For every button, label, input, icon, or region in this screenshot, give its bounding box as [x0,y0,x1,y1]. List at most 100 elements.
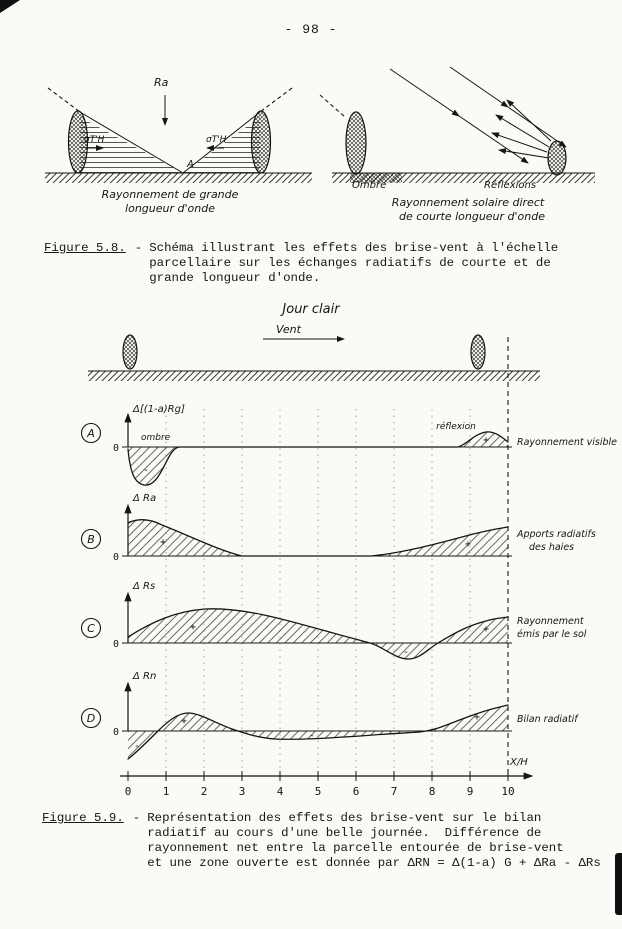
sign-minus: - [403,647,409,658]
scan-artifact-corner [0,0,20,13]
tick-label: 4 [277,785,284,798]
panel-right-label: émis par le sol [517,629,587,640]
dashed-extension [47,87,81,113]
apex-label: A [186,159,194,170]
panel-A: A Δ[(1-a)Rg] 0 ombre réflexion - + Rayon… [80,404,617,486]
dashed-extension [259,87,293,113]
ground-hatch [45,173,312,183]
y-axis-label: Δ Rs [132,581,155,592]
zero-label: 0 [113,639,119,650]
y-axis-label: Δ Ra [132,493,156,504]
sign-plus: + [160,537,166,548]
y-axis-label: Δ[(1-a)Rg] [132,404,185,415]
sign-minus: - [309,731,314,741]
caption-line: et une zone ouverte est donnée par ΔRN =… [147,856,601,870]
tick-label: 7 [391,785,398,798]
slant-line [182,111,261,174]
panel-right-label: des haies [529,542,574,553]
figure-5-9-title: Jour clair [282,302,340,317]
tree-icon [250,110,272,174]
panel-right-label: Rayonnement [517,616,585,627]
shortwave-caption-line1: Rayonnement solaire direct [392,196,545,209]
wind-label: Vent [276,323,302,336]
x-axis-ticks [127,771,509,781]
sun-ray [389,68,529,164]
sun-ray [449,66,567,148]
sign-plus: + [465,539,471,550]
panel-letter: A [86,427,95,440]
sign-plus: + [181,716,187,727]
panel-letter-circle [80,617,102,639]
shadow-label: Ombre [352,180,386,191]
caption-line: Schéma illustrant les effets des brise-v… [149,241,559,255]
tick-label: 1 [163,785,170,798]
figure-5-8-caption-text: Schéma illustrant les effets des brise-v… [149,241,558,286]
figure-5-9-caption-text: Représentation des effets des brise-vent… [147,811,601,871]
tick-label: 3 [239,785,246,798]
shortwave-caption-line2: de courte longueur d'onde [399,210,545,223]
dashed-extension [319,94,346,118]
figure-5-9-label: Figure 5.9. [42,811,124,825]
sign-plus: + [483,624,489,635]
panel-right-label: Bilan radiatif [517,714,579,725]
reflections-label: Réflexions [484,179,536,191]
tick-label: 9 [467,785,474,798]
caption-line: parcellaire sur les échanges radiatifs d… [149,256,551,270]
panel-C: C Δ Rs 0 + - + Rayonnement émis par le s… [80,581,587,660]
page-number: - 98 - [284,22,338,37]
figure-5-8-label: Figure 5.8. [44,241,126,255]
wind-indicator: Vent [263,323,345,342]
ground-hatch [88,371,540,381]
ground-strip [88,334,540,381]
panel-right-label: Rayonnement visible [517,437,617,448]
tree-icon [470,334,486,370]
tick-label: 8 [429,785,436,798]
sigma-right-label: σT'H [206,135,227,145]
slant-line [79,111,184,174]
annotation-ombre: ombre [141,433,171,443]
tick-label: 6 [353,785,360,798]
curve-D [127,704,509,760]
caption-line: Représentation des effets des brise-vent… [147,811,542,825]
sign-plus: + [190,622,196,633]
caption-separator: - [132,811,141,825]
panel-letter: C [87,622,95,635]
panel-letter-circle [80,707,102,729]
figure-5-9-caption: Figure 5.9. - Représentation des effets … [0,811,622,871]
shortwave-diagram: Ombre Réflexions Rayonnement solaire dir… [319,66,595,223]
caption-line: radiatif au cours d'une belle journée. D… [147,826,542,840]
zero-label: 0 [113,552,119,563]
longwave-caption-line1: Rayonnement de grande [102,188,239,201]
panel-letter: B [87,533,95,546]
annotation-reflexion: réflexion [436,421,476,432]
y-axis-label: Δ Rn [132,671,156,682]
shadow-zone [350,173,402,183]
sign-plus: + [483,435,489,446]
sign-minus: - [134,741,140,752]
tick-label: 10 [501,785,514,798]
ra-label: Ra [154,76,169,89]
reflection-arrows [491,99,552,159]
reflection-area-positive [458,431,508,447]
zero-label: 0 [113,443,119,454]
net-radiation-area [128,705,508,759]
x-axis-label: X/H [509,757,528,768]
tree-icon [67,110,89,174]
sign-minus: - [143,465,149,476]
curve-B [127,519,509,557]
curve-A [127,431,509,486]
sign-plus: + [474,712,480,723]
tick-label: 0 [125,785,132,798]
x-axis-tick-labels: 0 1 2 3 4 5 6 7 8 9 10 [125,785,515,798]
caption-line: grande longueur d'onde. [149,271,321,285]
soil-emission-area [128,608,508,659]
tick-label: 2 [201,785,208,798]
curve-C [127,608,509,660]
figure-5-9-artwork: Vent A Δ[(1-a)Rg] 0 ombre réflexion - + … [80,323,617,798]
tree-icon [122,334,138,370]
longwave-right-triangle [183,117,260,173]
shade-area-negative [128,447,180,486]
bush-icon [547,140,567,176]
x-axis: X/H 0 1 2 3 4 5 6 7 8 9 10 [120,757,534,798]
